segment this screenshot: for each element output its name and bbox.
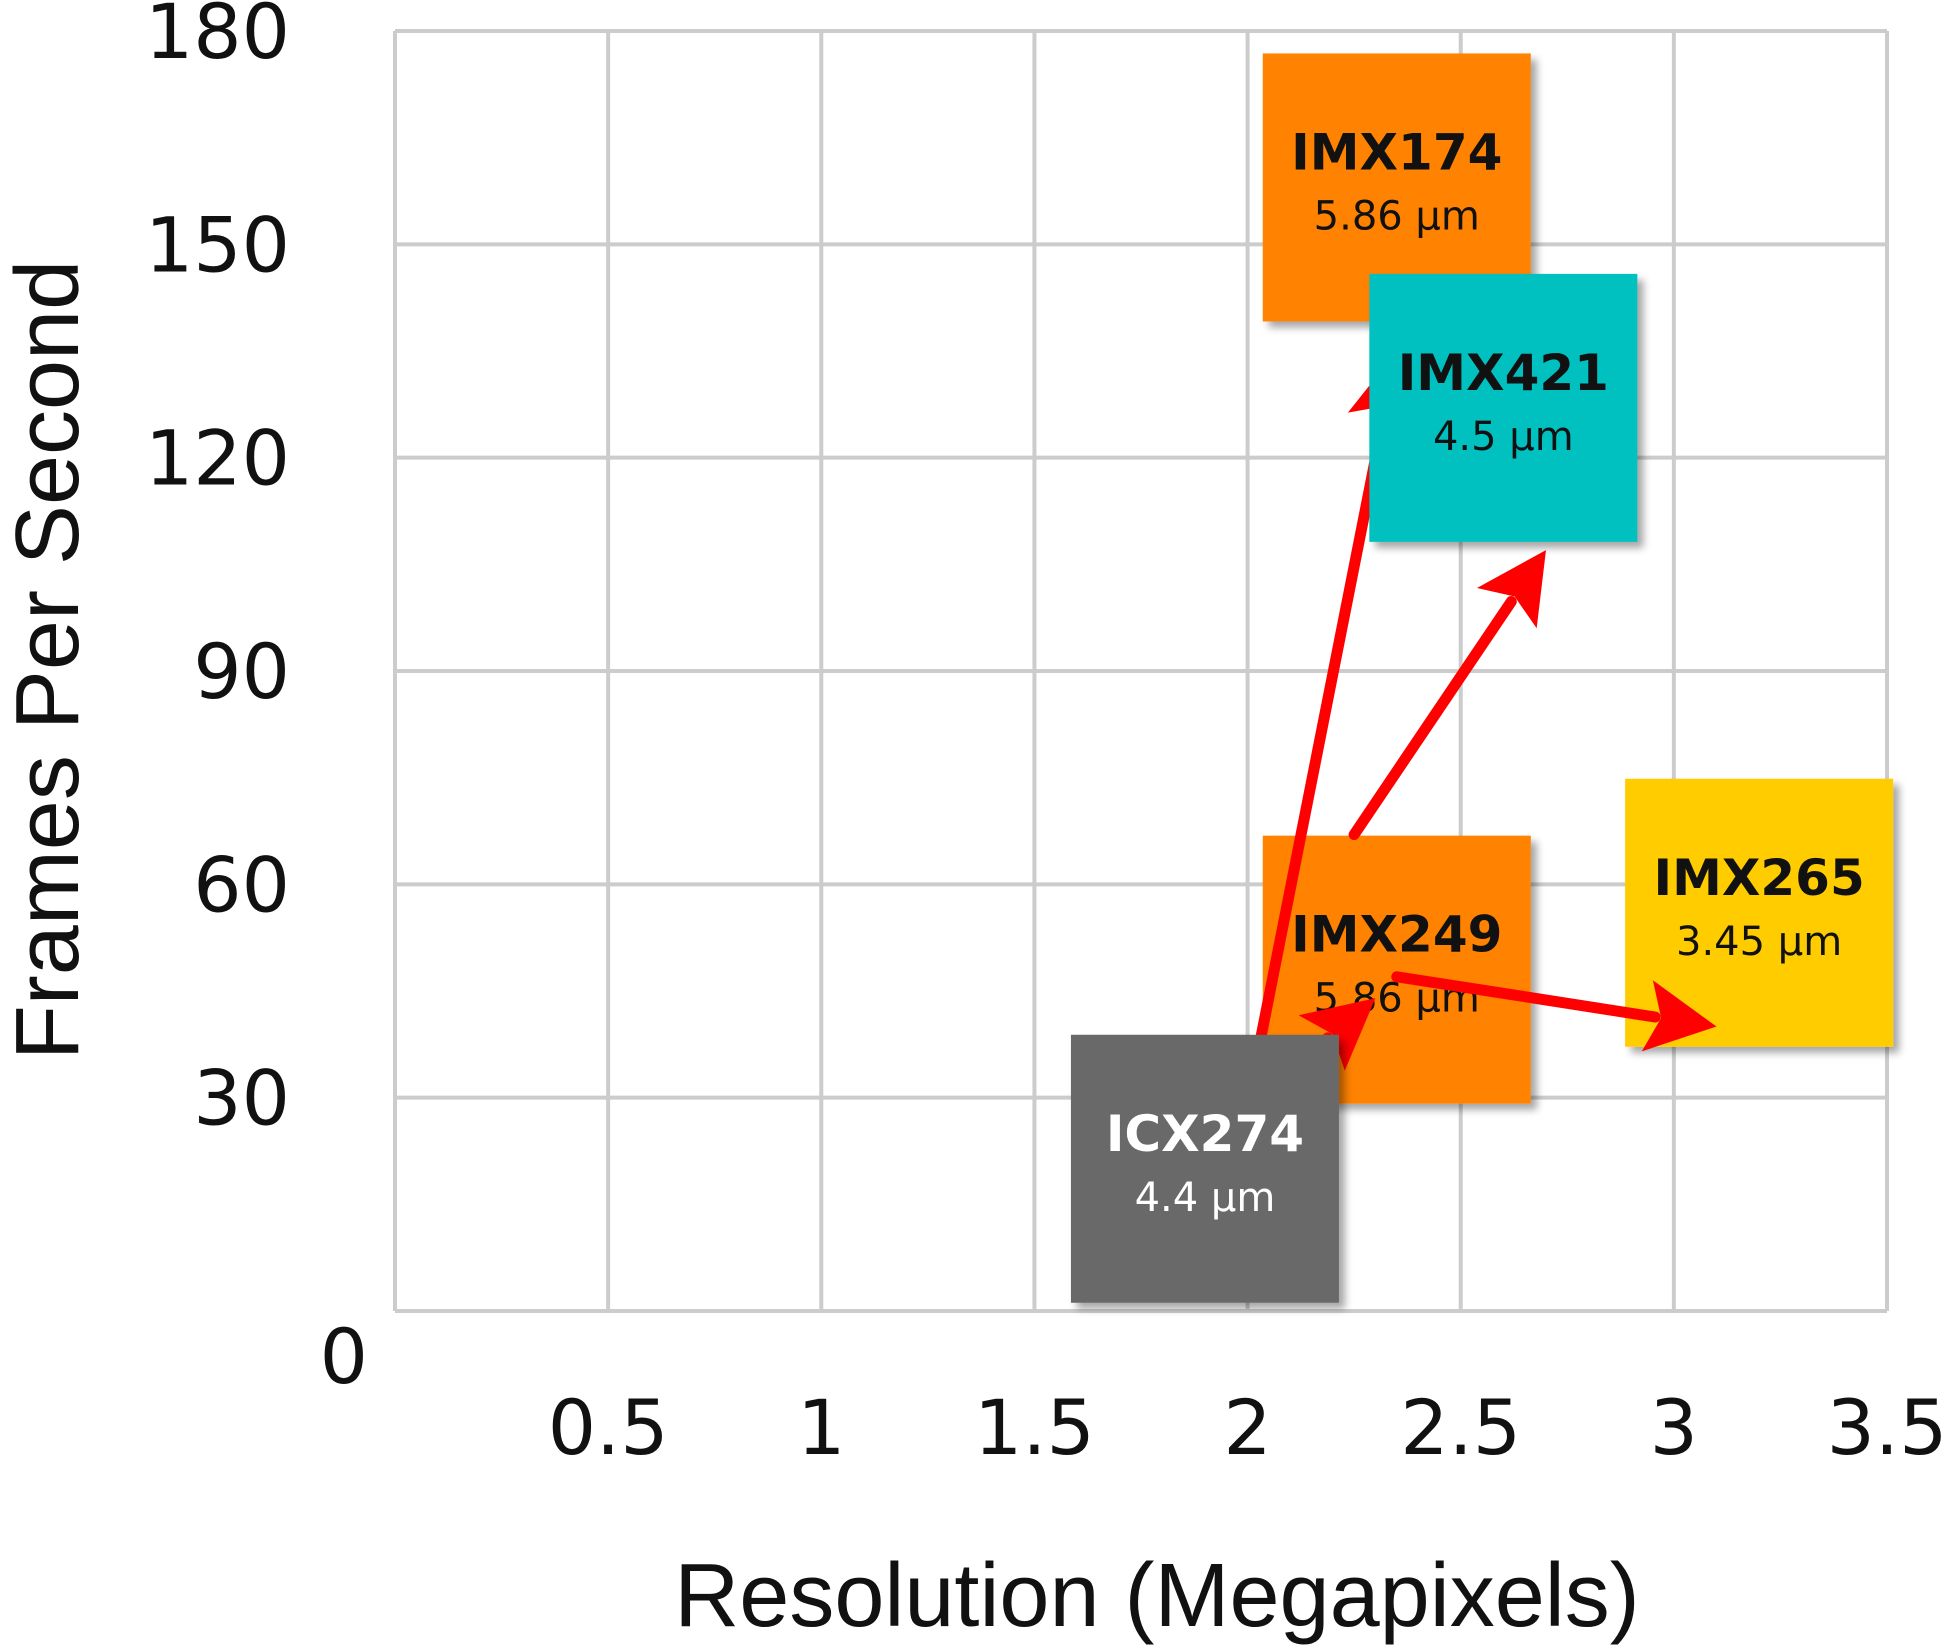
y-tick-label: 120	[145, 414, 290, 503]
x-tick-label: 1.5	[974, 1383, 1095, 1472]
x-tick-label: 2.5	[1400, 1383, 1521, 1472]
x-tick-label: 0.5	[548, 1383, 669, 1472]
x-tick-label: 1	[797, 1383, 845, 1472]
sensor-name-label: IMX265	[1653, 849, 1864, 907]
pixel-size-label: 5.86 µm	[1314, 193, 1480, 239]
x-axis-ticks: 0.5 1 1.5 2 2.5 3 3.5	[548, 1383, 1948, 1472]
sensor-name-label: IMX249	[1291, 906, 1502, 964]
x-axis-title: Resolution (Megapixels)	[674, 1546, 1639, 1646]
y-tick-label: 30	[193, 1054, 290, 1143]
arrow	[1391, 971, 1717, 1052]
sensor-box-imx421: IMX421 4.5 µm	[1369, 273, 1638, 542]
x-tick-label: 3	[1650, 1383, 1698, 1472]
y-axis-title: Frames Per Second	[0, 260, 98, 1060]
sensor-box-bg	[1070, 1034, 1339, 1303]
y-tick-label: 180	[145, 0, 290, 76]
sensor-name-label: IMX174	[1291, 123, 1502, 181]
sensor-box-bg	[1369, 273, 1638, 542]
arrow	[1348, 550, 1546, 841]
pixel-size-label: 4.4 µm	[1135, 1175, 1276, 1221]
y-axis-ticks: 0 30 60 90 120 150 180	[145, 0, 368, 1401]
y-tick-label: 0	[320, 1312, 368, 1401]
y-tick-label: 90	[193, 627, 290, 716]
sensor-boxes-front: ICX274 4.4 µm IMX174 5.86 µm IMX421 4.5 µm	[1070, 53, 1638, 1303]
pixel-size-label: 3.45 µm	[1676, 919, 1842, 965]
sensor-name-label: ICX274	[1106, 1105, 1304, 1163]
y-tick-label: 60	[193, 840, 290, 929]
x-tick-label: 2	[1223, 1383, 1271, 1472]
sensor-box-icx274: ICX274 4.4 µm	[1070, 1034, 1339, 1303]
sensor-name-label: IMX421	[1398, 344, 1609, 402]
x-tick-label: 3.5	[1827, 1383, 1948, 1472]
y-tick-label: 150	[145, 200, 290, 289]
pixel-size-label: 4.5 µm	[1433, 414, 1574, 460]
